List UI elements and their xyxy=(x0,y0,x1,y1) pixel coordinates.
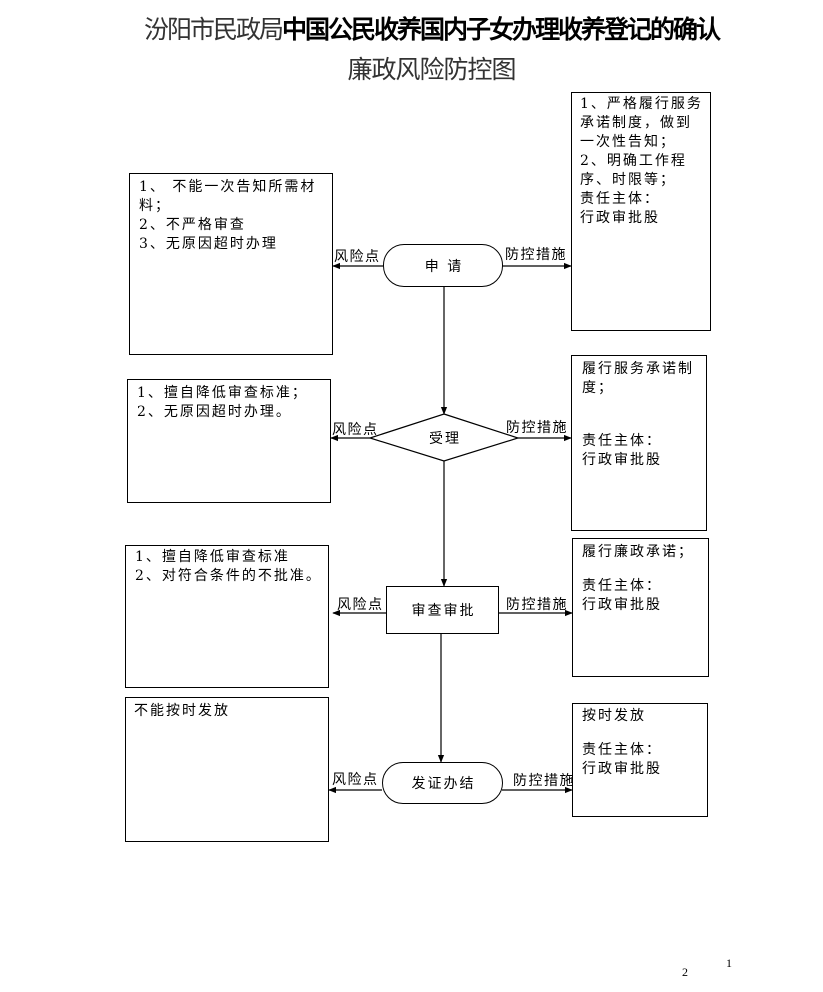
title-line-2: 廉政风险防控图 xyxy=(347,55,516,84)
control-box-apply: 1、严格履行服务 承诺制度，做到 一次性告知； 2、明确工作程 序、时限等； 责… xyxy=(571,92,711,331)
control-label-issue: 防控措施 xyxy=(513,773,575,789)
node-apply-label: 申 请 xyxy=(424,258,464,275)
title-line-1: 汾阳市民政局中国公民收养国内子女办理收养登记的确认 xyxy=(40,10,823,50)
control-box-issue: 按时发放 责任主体： 行政审批股 xyxy=(572,703,708,817)
control-label-apply: 防控措施 xyxy=(505,247,567,263)
responsibility-block: 责任主体： 行政审批股 xyxy=(582,432,706,470)
control-box-review: 履行廉政承诺； 责任主体： 行政审批股 xyxy=(572,538,709,677)
node-accept-label: 受理 xyxy=(429,430,461,447)
risk-line: 1、 不能一次告知所需材 xyxy=(139,179,317,195)
risk-line: 2、对符合条件的不批准。 xyxy=(135,568,322,584)
title-organization: 汾阳市民政局 xyxy=(143,15,284,44)
owner-name: 行政审批股 xyxy=(582,452,662,468)
node-accept: 受理 xyxy=(370,414,518,461)
control-line: 一次性告知； xyxy=(580,134,676,150)
page-number-lower: 2 xyxy=(682,965,688,979)
node-issue-label: 发证办结 xyxy=(411,776,476,792)
control-line: 履行服务承诺制 xyxy=(582,361,694,377)
node-review-label: 审查审批 xyxy=(411,603,476,619)
responsibility-block: 责任主体： 行政审批股 xyxy=(582,577,708,615)
risk-line: 3、无原因超时办理 xyxy=(139,236,278,252)
responsibility-block: 责任主体： 行政审批股 xyxy=(582,741,707,779)
control-box-accept: 履行服务承诺制 度； 责任主体： 行政审批股 xyxy=(571,355,707,531)
risk-label-issue: 风险点 xyxy=(332,772,379,788)
node-issue: 发证办结 xyxy=(382,762,503,804)
risk-line: 不能按时发放 xyxy=(134,703,230,719)
title-subject: 中国公民收养国内子女办理收养登记的确认 xyxy=(282,15,721,44)
control-label-accept: 防控措施 xyxy=(506,420,568,436)
owner-label: 责任主体： xyxy=(582,742,662,758)
risk-line: 料； xyxy=(139,198,171,214)
control-line: 序、时限等； xyxy=(580,172,676,188)
owner-name: 行政审批股 xyxy=(582,597,662,613)
control-line: 履行廉政承诺； xyxy=(582,544,694,560)
control-line: 按时发放 xyxy=(582,708,646,724)
control-line: 承诺制度，做到 xyxy=(580,115,692,131)
page-number-upper: 1 xyxy=(726,956,732,970)
owner-label: 责任主体： xyxy=(582,578,662,594)
control-label-review: 防控措施 xyxy=(506,597,568,613)
control-line: 度； xyxy=(582,380,614,396)
node-apply: 申 请 xyxy=(383,244,503,287)
risk-label-review: 风险点 xyxy=(337,597,384,613)
risk-label-apply: 风险点 xyxy=(334,249,381,265)
risk-box-issue: 不能按时发放 xyxy=(125,697,329,842)
owner-label: 责任主体： xyxy=(580,191,660,207)
risk-line: 1、擅自降低审查标准； xyxy=(137,385,308,401)
risk-line: 2、不严格审查 xyxy=(139,217,246,233)
risk-label-accept: 风险点 xyxy=(332,422,379,438)
risk-line: 1、擅自降低审查标准 xyxy=(135,549,290,565)
owner-name: 行政审批股 xyxy=(582,761,662,777)
document-title: 汾阳市民政局中国公民收养国内子女办理收养登记的确认 廉政风险防控图 xyxy=(40,10,823,90)
owner-label: 责任主体： xyxy=(582,433,662,449)
responsibility-block: 责任主体： 行政审批股 xyxy=(580,190,710,228)
risk-line: 2、无原因超时办理。 xyxy=(137,404,292,420)
risk-box-review: 1、擅自降低审查标准 2、对符合条件的不批准。 xyxy=(125,545,329,688)
control-line: 2、明确工作程 xyxy=(580,153,687,169)
node-review: 审查审批 xyxy=(386,586,499,634)
accept-diamond-shape xyxy=(368,413,520,462)
risk-box-apply: 1、 不能一次告知所需材 料； 2、不严格审查 3、无原因超时办理 xyxy=(129,173,333,355)
owner-name: 行政审批股 xyxy=(580,210,660,226)
risk-box-accept: 1、擅自降低审查标准； 2、无原因超时办理。 xyxy=(127,379,331,503)
control-line: 1、严格履行服务 xyxy=(580,96,703,112)
